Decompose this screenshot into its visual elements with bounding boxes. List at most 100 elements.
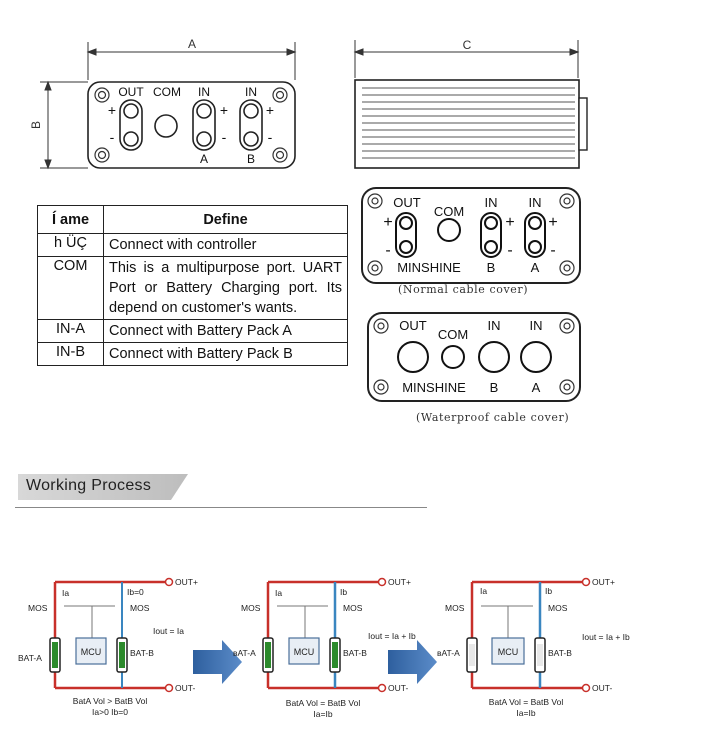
- process-step-3: MCU OUT+ OUT- MOS MOS Ia Ib ʙAT-A BAT-B …: [437, 577, 630, 718]
- dimension-b-label: B: [29, 121, 43, 129]
- ia-label: Ia: [275, 588, 282, 598]
- pin-define: Connect with Battery Pack A: [103, 319, 348, 343]
- waterproof-b-label: B: [490, 380, 499, 395]
- dimension-b: [40, 80, 88, 170]
- plate-minus-2: -: [222, 129, 227, 145]
- iout-label: Iout = Ia + Ib: [368, 631, 416, 641]
- bat-a-label: BAT-A: [18, 653, 42, 663]
- header-define: Define: [103, 205, 348, 234]
- pin-define: Connect with controller: [103, 233, 348, 257]
- normal-minus-2: -: [507, 242, 512, 259]
- header-name: Í ame: [37, 205, 104, 234]
- mos-right-label: MOS: [130, 603, 150, 613]
- front-plate: OUT COM IN IN A B + - + - + -: [87, 81, 296, 169]
- section-divider: [15, 507, 427, 508]
- normal-com-label: COM: [434, 204, 464, 219]
- ia-label: Ia: [480, 586, 487, 596]
- normal-in-b-label: IN: [485, 195, 498, 210]
- plate-minus-3: -: [268, 129, 273, 145]
- pin-definition-table: Í ame Define h ÜÇ Connect with controlle…: [37, 205, 348, 366]
- mcu-label: MCU: [81, 647, 102, 657]
- process-step-1: MCU OUT+ OUT- MOS MOS Ia Ib=0 BAT-A BAT-…: [18, 577, 198, 717]
- bat-b-label: BAT-B: [343, 648, 367, 658]
- pin-name: COM: [37, 256, 104, 320]
- bat-b-label: BAT-B: [548, 648, 572, 658]
- normal-plus-2: +: [505, 214, 514, 231]
- normal-plus-1: +: [383, 214, 392, 231]
- plate-out-label: OUT: [118, 85, 144, 99]
- pin-define: Connect with Battery Pack B: [103, 342, 348, 366]
- current-label: Ia>0 Ib=0: [92, 707, 128, 717]
- ia-label: Ia: [62, 588, 69, 598]
- caption-normal-cover: (Normal cable cover): [398, 283, 529, 296]
- out-plus-label: OUT+: [592, 577, 615, 587]
- mos-left-label: MOS: [241, 603, 261, 613]
- mos-right-label: MOS: [548, 603, 568, 613]
- bat-a-label: ʙAT-A: [233, 648, 256, 658]
- plate-minus-1: -: [110, 129, 115, 145]
- out-minus-label: OUT-: [592, 683, 612, 693]
- side-body: [354, 79, 588, 169]
- normal-minus-1: -: [385, 242, 390, 259]
- normal-minus-3: -: [550, 242, 555, 259]
- mcu-label: MCU: [294, 647, 315, 657]
- condition-label: BatA Vol = BatB Vol: [286, 698, 361, 708]
- out-minus-label: OUT-: [175, 683, 195, 693]
- dimension-c: [353, 40, 580, 78]
- waterproof-com-label: COM: [438, 327, 468, 342]
- table-row: h ÜÇ Connect with controller: [37, 233, 348, 257]
- plate-in-a-label: IN: [198, 85, 210, 99]
- iout-label: Iout = Ia + Ib: [582, 632, 630, 642]
- bat-b-label: BAT-B: [130, 648, 154, 658]
- normal-brand-label: MINSHINE: [397, 260, 461, 275]
- working-process-diagrams: MCU OUT+ OUT- MOS MOS Ia Ib=0 BAT-A BAT-…: [18, 577, 630, 719]
- plate-b-label: B: [247, 152, 255, 166]
- pin-name: IN-B: [37, 342, 104, 366]
- pin-define: This is a multipurpose port. UART Port o…: [103, 256, 348, 320]
- mos-left-label: MOS: [28, 603, 48, 613]
- waterproof-brand-label: MINSHINE: [402, 380, 466, 395]
- normal-cover-panel: OUT COM IN IN MINSHINE B A + - + - + -: [361, 187, 581, 284]
- plate-in-b-label: IN: [245, 85, 257, 99]
- out-minus-label: OUT-: [388, 683, 408, 693]
- pin-name: IN-A: [37, 319, 104, 343]
- pin-name: h ÜÇ: [37, 233, 104, 257]
- condition-label: BatA Vol > BatB Vol: [73, 696, 148, 706]
- table-row: COM This is a multipurpose port. UART Po…: [37, 256, 348, 320]
- ib-zero-label: Ib=0: [127, 587, 144, 597]
- mos-left-label: MOS: [445, 603, 465, 613]
- mcu-label: MCU: [498, 647, 519, 657]
- cable-cover-drawings: OUT COM IN IN MINSHINE B A + - + - + -: [361, 187, 581, 402]
- arrow-right-icon: [193, 640, 242, 684]
- plate-com-label: COM: [153, 85, 181, 99]
- normal-b-label: B: [487, 260, 496, 275]
- condition-label: BatA Vol = BatB Vol: [489, 697, 564, 707]
- normal-out-label: OUT: [393, 195, 421, 210]
- section-title-label: Working Process: [26, 477, 152, 494]
- table-row: IN-A Connect with Battery Pack A: [37, 319, 348, 343]
- section-title-working-process: Working Process: [18, 474, 198, 500]
- table-row: IN-B Connect with Battery Pack B: [37, 342, 348, 366]
- ib-label: Ib: [545, 586, 552, 596]
- dimension-a: [86, 42, 297, 80]
- waterproof-in-b-label: IN: [488, 318, 501, 333]
- table-header-row: Í ame Define: [37, 205, 348, 234]
- arrow-right-icon: [388, 640, 437, 684]
- mechanical-drawings: A B OUT COM IN IN: [29, 37, 588, 170]
- waterproof-a-label: A: [532, 380, 541, 395]
- normal-in-a-label: IN: [529, 195, 542, 210]
- waterproof-in-a-label: IN: [530, 318, 543, 333]
- caption-waterproof-cover: (Waterproof cable cover): [416, 411, 570, 424]
- normal-plus-3: +: [548, 214, 557, 231]
- iout-label: Iout = Ia: [153, 626, 184, 636]
- current-label: Ia=Ib: [516, 708, 535, 718]
- waterproof-cover-panel: OUT COM IN IN MINSHINE B A: [367, 312, 581, 402]
- section-title-bar: [18, 474, 188, 500]
- ib-label: Ib: [340, 587, 347, 597]
- dimension-c-label: C: [463, 38, 472, 52]
- plate-a-label: A: [200, 152, 208, 166]
- waterproof-out-label: OUT: [399, 318, 427, 333]
- plate-plus-1: +: [108, 102, 116, 118]
- out-plus-label: OUT+: [388, 577, 411, 587]
- out-plus-label: OUT+: [175, 577, 198, 587]
